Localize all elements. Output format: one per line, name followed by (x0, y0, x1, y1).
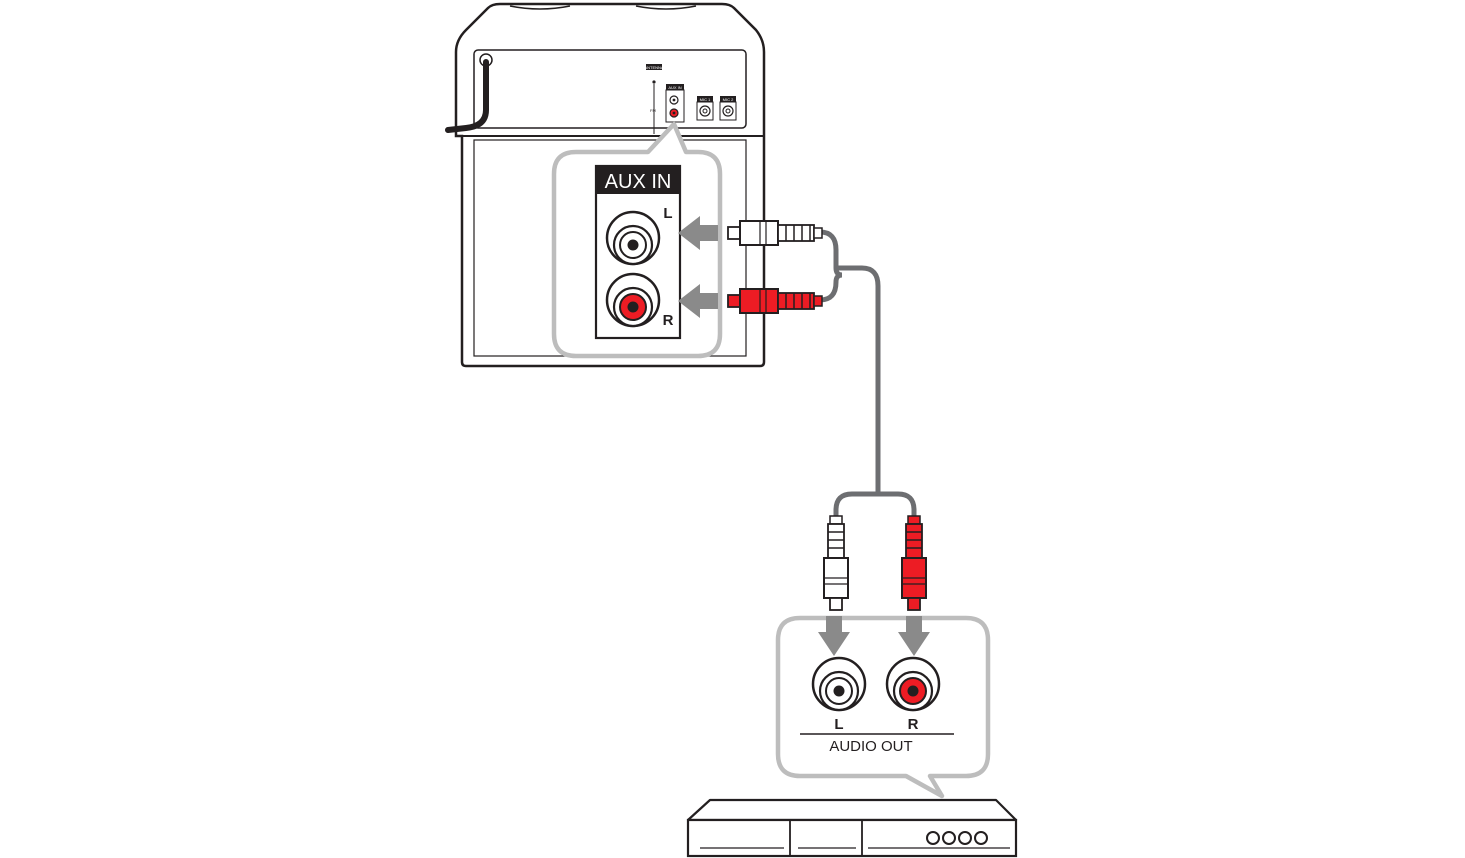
audio-out-l-label: L (834, 716, 843, 733)
antenna-label: ANTENNA (644, 65, 663, 70)
aux-r-jack-icon (605, 272, 661, 328)
audio-out-callout: L R AUDIO OUT (775, 615, 991, 799)
rca-cable (819, 229, 917, 520)
panel-aux-in-label: AUX IN (668, 85, 681, 90)
white-rca-plug-left (727, 220, 823, 246)
audio-out-r-jack-icon (885, 656, 941, 712)
power-cord (445, 59, 489, 133)
aux-in-title: AUX IN (605, 171, 672, 193)
device-button-icon (942, 831, 956, 845)
audio-out-title: AUDIO OUT (829, 738, 912, 755)
audio-out-r-label: R (908, 716, 919, 733)
device-button-icon (974, 831, 988, 845)
aux-l-jack-icon (605, 210, 661, 266)
source-device (686, 798, 1018, 858)
antenna-terminal-icon (652, 80, 656, 84)
arrow-left-icon (678, 216, 718, 250)
mic1-jack-icon (699, 105, 711, 117)
mic2-jack-icon (722, 105, 734, 117)
aux-l-label: L (663, 205, 672, 222)
arrow-down-icon (898, 616, 930, 656)
audio-out-l-jack-icon (811, 656, 867, 712)
aux-r-label: R (663, 312, 674, 329)
red-rca-plug-bottom (901, 515, 927, 611)
mic2-label: MIC 2 (723, 97, 734, 102)
aux-in-callout: AUX IN L R (551, 121, 723, 359)
arrow-left-icon (678, 284, 718, 318)
device-button-icon (958, 831, 972, 845)
red-rca-plug-right (727, 288, 823, 314)
svg-text:FM: FM (650, 108, 656, 113)
aux-in-title-bar (596, 166, 680, 194)
arrow-down-icon (818, 616, 850, 656)
white-rca-plug-bottom (823, 515, 849, 611)
mic1-label: MIC 1 (700, 97, 711, 102)
device-button-icon (926, 831, 940, 845)
